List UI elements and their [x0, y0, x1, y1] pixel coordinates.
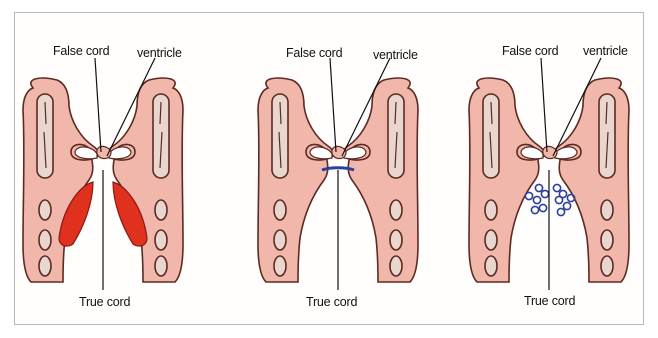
- edema-bubble-2: [541, 190, 548, 197]
- label-true-cord-normal: True cord: [79, 295, 130, 309]
- label-true-cord-middle: True cord: [306, 295, 357, 309]
- cartilage-ring-left-2: [274, 230, 286, 250]
- edema-bubble-3: [533, 196, 540, 203]
- label-ventricle-normal: ventricle: [137, 46, 182, 60]
- cartilage-ring-right-3: [155, 256, 167, 276]
- tissue-wall-right: [554, 78, 629, 282]
- label-ventricle-middle: ventricle: [373, 48, 418, 62]
- cartilage-ring-right-3: [601, 256, 613, 276]
- label-false-cord-middle: False cord: [286, 46, 342, 60]
- edema-bubble-7: [553, 184, 560, 191]
- tissue-wall-right: [108, 78, 183, 282]
- cartilage-ring-left-1: [274, 200, 286, 220]
- edema-bubble-4: [539, 204, 546, 211]
- false-cord-leader: [95, 58, 101, 152]
- tissue-wall-left: [23, 78, 98, 282]
- cartilage-ring-right-1: [601, 200, 613, 220]
- cartilage-ring-left-1: [39, 200, 51, 220]
- cartilage-ring-left-2: [39, 230, 51, 250]
- cartilage-ring-left-2: [485, 230, 497, 250]
- cartilage-ring-left-3: [39, 256, 51, 276]
- cartilage-ring-left-3: [485, 256, 497, 276]
- cartilage-ring-right-3: [390, 256, 402, 276]
- label-true-cord-right: True cord: [524, 294, 575, 308]
- cartilage-ring-right-2: [155, 230, 167, 250]
- edema-bubble-6: [525, 192, 532, 199]
- edema-bubble-5: [531, 206, 538, 213]
- larynx-panel-middle: [258, 58, 418, 290]
- tissue-wall-right: [343, 78, 418, 282]
- false-cord-leader: [330, 58, 336, 152]
- edema-line: [322, 168, 354, 170]
- larynx-panel-right: [469, 58, 629, 290]
- edema-bubble-9: [555, 196, 562, 203]
- false-cord-leader: [541, 58, 547, 152]
- label-false-cord-right: False cord: [502, 44, 558, 58]
- cartilage-ring-left-3: [274, 256, 286, 276]
- edema-bubble-1: [535, 184, 542, 191]
- cartilage-ring-right-1: [390, 200, 402, 220]
- label-false-cord-normal: False cord: [53, 44, 109, 58]
- cartilage-ring-right-2: [601, 230, 613, 250]
- tissue-wall-left: [258, 78, 333, 282]
- cartilage-ring-right-2: [390, 230, 402, 250]
- edema-bubble-11: [557, 208, 564, 215]
- larynx-panel-normal: [23, 58, 183, 290]
- cartilage-ring-left-1: [485, 200, 497, 220]
- cartilage-ring-right-1: [155, 200, 167, 220]
- label-ventricle-right: ventricle: [583, 44, 628, 58]
- edema-bubble-10: [563, 202, 570, 209]
- tissue-wall-left: [469, 78, 544, 282]
